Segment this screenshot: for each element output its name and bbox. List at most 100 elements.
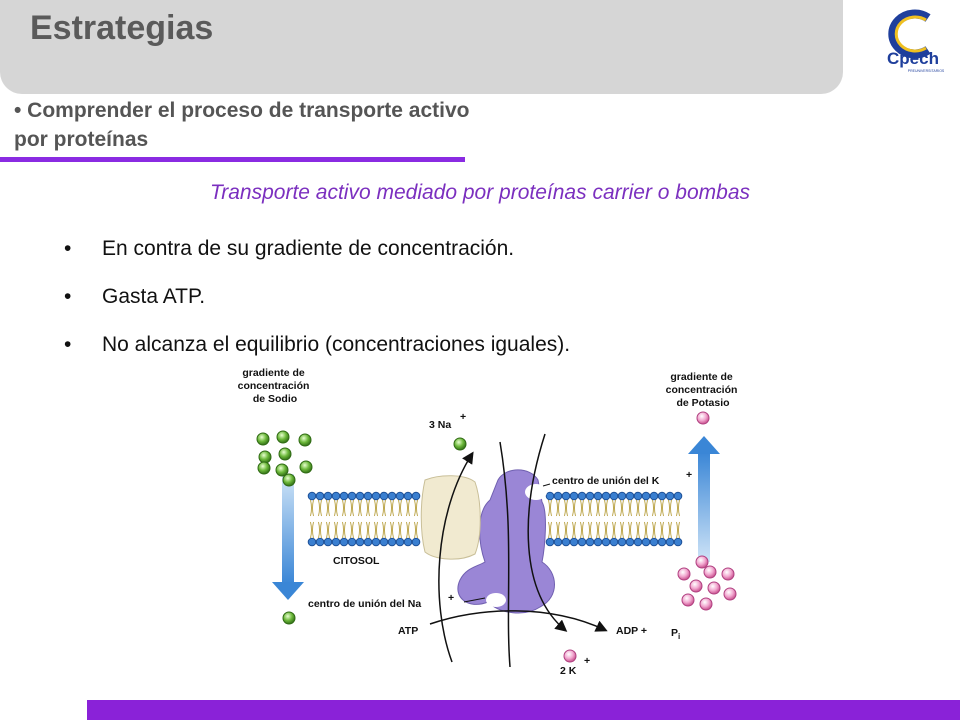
lipid-tail <box>414 499 418 517</box>
potassium-gradient-arrow <box>698 452 710 562</box>
label-k-binding-site: centro de unión del K <box>552 475 660 487</box>
lipid-tail <box>676 521 680 539</box>
lipid-head <box>633 537 643 547</box>
lipid-head <box>617 491 627 501</box>
cpech-logo-icon: Cpech PREUNIVERSITARIOS <box>887 9 945 73</box>
label-atp: ATP <box>398 625 418 637</box>
lipid-tail <box>668 499 672 517</box>
sodium-gradient-arrow <box>282 474 294 584</box>
lipid-head <box>625 537 635 547</box>
lipid-head <box>339 491 349 501</box>
lipid-head <box>601 537 611 547</box>
label-adp: ADP + <box>616 625 647 637</box>
lipid-tail <box>406 499 410 517</box>
lipid-tail <box>628 499 632 517</box>
lipid-tail <box>398 521 402 539</box>
lipid-tail <box>620 521 624 539</box>
lipid-head <box>363 537 373 547</box>
page-title: Estrategias <box>30 9 214 47</box>
logo-subtext: PREUNIVERSITARIOS <box>908 69 945 73</box>
lipid-head <box>641 491 651 501</box>
lipid-tail <box>660 499 664 517</box>
bullet-list: •En contra de su gradiente de concentrac… <box>64 232 570 376</box>
lipid-tail <box>620 499 624 517</box>
svg-text:+: + <box>584 655 590 667</box>
pump-protein <box>457 469 555 614</box>
lipid-head <box>395 491 405 501</box>
lipid-head <box>403 491 413 501</box>
lipid-tail <box>652 521 656 539</box>
slide-subtitle: Transporte activo mediado por proteínas … <box>209 181 751 204</box>
bullet-item: •En contra de su gradiente de concentrac… <box>64 237 515 260</box>
lipid-head <box>577 491 587 501</box>
lipid-head <box>411 537 421 547</box>
bullet-text: No alcanza el equilibrio (concentracione… <box>102 333 571 356</box>
lipid-tail <box>580 521 584 539</box>
lipid-tail <box>318 499 322 517</box>
lipid-head <box>411 491 421 501</box>
lipid-head <box>673 537 683 547</box>
lipid-tail <box>572 521 576 539</box>
lipid-head <box>363 491 373 501</box>
lipid-tail <box>668 521 672 539</box>
lipid-tail <box>556 499 560 517</box>
lipid-head <box>403 537 413 547</box>
potassium-gradient-label: gradiente de concentración de Potasio <box>666 371 741 409</box>
lipid-head <box>601 491 611 501</box>
lipid-head <box>347 537 357 547</box>
lipid-tail <box>596 499 600 517</box>
lipid-tail <box>310 499 314 517</box>
lipid-head <box>339 537 349 547</box>
lipid-head <box>561 491 571 501</box>
label-pi: Pi <box>671 627 680 641</box>
objective-underline <box>0 157 465 162</box>
lipid-head <box>355 491 365 501</box>
lipid-head <box>395 537 405 547</box>
lipid-head <box>315 491 325 501</box>
lipid-head <box>307 491 317 501</box>
lipid-tail <box>556 521 560 539</box>
lipid-tail <box>564 521 568 539</box>
lipid-head <box>657 537 667 547</box>
lipid-tail <box>660 521 664 539</box>
lipid-head <box>649 491 659 501</box>
membrane-bilayer <box>307 491 683 547</box>
lipid-head <box>609 491 619 501</box>
lipid-tail <box>326 499 330 517</box>
sodium-ions <box>256 430 467 625</box>
logo-text: Cpech <box>887 49 939 68</box>
lipid-tail <box>612 499 616 517</box>
lipid-head <box>665 491 675 501</box>
lipid-head <box>323 491 333 501</box>
lipid-head <box>617 537 627 547</box>
svg-text:+: + <box>460 411 466 423</box>
lipid-head <box>553 537 563 547</box>
lipid-tail <box>398 499 402 517</box>
lipid-head <box>657 491 667 501</box>
lipid-tail <box>406 521 410 539</box>
label-3na: 3 Na <box>429 419 451 431</box>
potassium-ions <box>563 411 737 663</box>
lipid-tail <box>548 499 552 517</box>
lipid-tail <box>334 499 338 517</box>
lipid-tail <box>310 521 314 539</box>
lipid-tail <box>548 521 552 539</box>
sodium-potassium-pump-diagram: gradiente de concentración de Sodio grad… <box>238 367 741 677</box>
lipid-tail <box>414 521 418 539</box>
lipid-tail <box>350 521 354 539</box>
lipid-tail <box>334 521 338 539</box>
lipid-head <box>331 537 341 547</box>
lipid-tail <box>390 499 394 517</box>
lipid-tail <box>390 521 394 539</box>
lipid-tail <box>636 521 640 539</box>
lipid-tail <box>382 499 386 517</box>
lipid-head <box>633 491 643 501</box>
lipid-head <box>577 537 587 547</box>
lipid-head <box>593 491 603 501</box>
lipid-tail <box>580 499 584 517</box>
lipid-tail <box>350 499 354 517</box>
lipid-tail <box>326 521 330 539</box>
lipid-tail <box>564 499 568 517</box>
lipid-head <box>371 537 381 547</box>
lipid-head <box>331 491 341 501</box>
